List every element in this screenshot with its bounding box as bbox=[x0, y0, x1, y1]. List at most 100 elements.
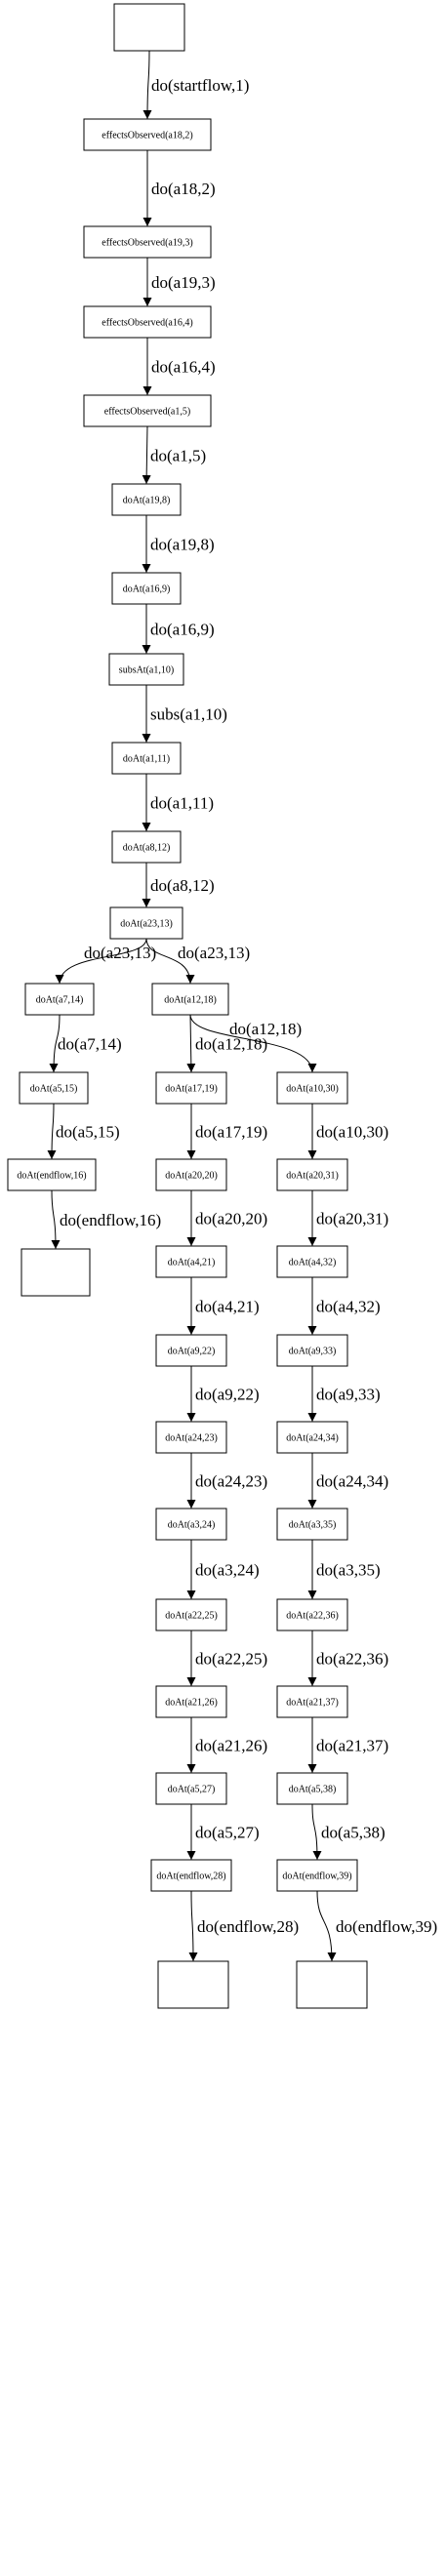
node-label: doAt(endflow,39) bbox=[282, 1872, 351, 1882]
node-empty bbox=[296, 1960, 368, 2009]
edge-do-a22-36: do(a22,36) bbox=[307, 1630, 388, 1686]
node-label: doAt(a8,12) bbox=[123, 843, 171, 854]
edge-do-a5-27: do(a5,27) bbox=[186, 1804, 260, 1860]
edge-label: do(a20,31) bbox=[316, 1210, 388, 1228]
node-box bbox=[155, 1071, 227, 1105]
edge-do-endflow-28: do(endflow,28) bbox=[188, 1890, 299, 1962]
node-box bbox=[276, 1245, 348, 1278]
node-label: doAt(a17,19) bbox=[165, 1084, 218, 1095]
node-box bbox=[276, 1598, 348, 1631]
node-label: doAt(a19,8) bbox=[123, 496, 171, 506]
node-box bbox=[83, 305, 212, 339]
node-doat-a10-30: doAt(a10,30) bbox=[276, 1071, 348, 1105]
node-doat-a4-21: doAt(a4,21) bbox=[155, 1245, 227, 1278]
node-box bbox=[276, 1421, 348, 1454]
edge-subs-a1-10: subs(a1,10) bbox=[142, 685, 227, 743]
edge-arrow bbox=[51, 1189, 61, 1250]
node-label: doAt(a1,11) bbox=[123, 754, 170, 765]
node-label: doAt(a20,20) bbox=[165, 1171, 218, 1182]
node-box bbox=[276, 1859, 358, 1892]
node-effectsobserved-a16-4: effectsObserved(a16,4) bbox=[83, 305, 212, 339]
node-box bbox=[111, 483, 182, 516]
edge-label: do(a10,30) bbox=[316, 1123, 388, 1142]
node-label: subsAt(a1,10) bbox=[119, 665, 174, 676]
node-doat-a16-9: doAt(a16,9) bbox=[111, 572, 182, 605]
node-label: doAt(a5,38) bbox=[289, 1785, 337, 1795]
node-doat-a12-18: doAt(a12,18) bbox=[151, 983, 229, 1016]
node-label: doAt(a22,36) bbox=[286, 1611, 339, 1622]
edge-do-a22-25: do(a22,25) bbox=[186, 1630, 267, 1686]
edge-do-endflow-16: do(endflow,16) bbox=[51, 1189, 161, 1250]
node-label: doAt(a9,33) bbox=[289, 1347, 337, 1357]
edges-layer: do(startflow,1)do(a18,2)do(a19,3)do(a16,… bbox=[47, 50, 437, 1962]
edge-arrow bbox=[188, 1890, 198, 1962]
edge-do-a4-32: do(a4,32) bbox=[307, 1277, 381, 1335]
node-label: doAt(a10,30) bbox=[286, 1084, 339, 1095]
node-box bbox=[20, 1248, 91, 1297]
edge-label: do(a8,12) bbox=[150, 876, 215, 895]
node-box bbox=[111, 572, 182, 605]
edge-label: subs(a1,10) bbox=[150, 705, 227, 724]
edge-label: do(a24,34) bbox=[316, 1472, 388, 1491]
node-doat-a24-23: doAt(a24,23) bbox=[155, 1421, 227, 1454]
node-label: doAt(a16,9) bbox=[123, 584, 171, 595]
edge-do-a3-35: do(a3,35) bbox=[307, 1540, 381, 1599]
node-label: doAt(endflow,28) bbox=[156, 1872, 225, 1882]
node-doat-a23-13: doAt(a23,13) bbox=[109, 906, 183, 940]
node-doat-endflow-16: doAt(endflow,16) bbox=[7, 1158, 97, 1191]
node-label: doAt(a5,15) bbox=[30, 1084, 78, 1095]
edge-arrow bbox=[47, 1103, 57, 1160]
edge-label: do(a16,9) bbox=[150, 621, 215, 639]
edge-do-a16-4: do(a16,4) bbox=[142, 338, 216, 395]
edge-arrow bbox=[142, 50, 152, 120]
edge-do-a16-9: do(a16,9) bbox=[142, 604, 215, 654]
node-label: doAt(a3,24) bbox=[168, 1520, 216, 1531]
edge-do-a5-38: do(a5,38) bbox=[311, 1803, 386, 1861]
node-box bbox=[276, 1508, 348, 1541]
edge-do-a23-13: do(a23,13) bbox=[55, 938, 156, 985]
edge-label: do(a19,3) bbox=[151, 273, 216, 292]
node-box bbox=[151, 983, 229, 1016]
edge-do-a1-11: do(a1,11) bbox=[142, 774, 214, 831]
node-box bbox=[150, 1859, 232, 1892]
edge-do-a4-21: do(a4,21) bbox=[186, 1277, 260, 1335]
edge-label: do(a12,18) bbox=[229, 1020, 302, 1038]
node-box bbox=[111, 742, 182, 775]
node-box bbox=[155, 1598, 227, 1631]
node-box bbox=[155, 1334, 227, 1367]
edge-arrow bbox=[145, 938, 195, 985]
node-label: effectsObserved(a18,2) bbox=[102, 131, 192, 141]
edge-label: do(a5,38) bbox=[321, 1824, 386, 1842]
node-label: doAt(a5,27) bbox=[168, 1785, 216, 1795]
node-box bbox=[83, 118, 212, 151]
edge-label: do(a5,27) bbox=[195, 1824, 260, 1842]
edge-label: do(endflow,28) bbox=[197, 1917, 299, 1936]
node-label: doAt(a23,13) bbox=[120, 919, 173, 930]
node-box bbox=[296, 1960, 368, 2009]
node-doat-a5-27: doAt(a5,27) bbox=[155, 1772, 227, 1805]
node-doat-a1-11: doAt(a1,11) bbox=[111, 742, 182, 775]
edge-label: do(a5,15) bbox=[56, 1123, 120, 1142]
node-box bbox=[157, 1960, 229, 2009]
node-doat-a20-31: doAt(a20,31) bbox=[276, 1158, 348, 1191]
edge-label: do(a3,24) bbox=[195, 1561, 260, 1580]
edge-label: do(a1,5) bbox=[150, 447, 206, 465]
node-doat-a24-34: doAt(a24,34) bbox=[276, 1421, 348, 1454]
edge-arrow bbox=[311, 1803, 322, 1861]
edge-label: do(a7,14) bbox=[58, 1035, 122, 1054]
node-doat-a3-24: doAt(a3,24) bbox=[155, 1508, 227, 1541]
node-box bbox=[111, 830, 182, 864]
edge-do-a5-15: do(a5,15) bbox=[47, 1103, 120, 1160]
node-box bbox=[109, 906, 183, 940]
node-label: effectsObserved(a19,3) bbox=[102, 238, 192, 249]
edge-label: do(endflow,39) bbox=[336, 1917, 437, 1936]
node-label: doAt(endflow,16) bbox=[17, 1171, 86, 1182]
node-doat-a19-8: doAt(a19,8) bbox=[111, 483, 182, 516]
edge-do-a10-30: do(a10,30) bbox=[307, 1104, 388, 1159]
node-doat-a22-36: doAt(a22,36) bbox=[276, 1598, 348, 1631]
node-box bbox=[276, 1071, 348, 1105]
node-label: doAt(a22,25) bbox=[165, 1611, 218, 1622]
edge-do-a24-34: do(a24,34) bbox=[307, 1453, 388, 1509]
node-empty bbox=[20, 1248, 91, 1297]
edge-do-a3-24: do(a3,24) bbox=[186, 1540, 260, 1599]
